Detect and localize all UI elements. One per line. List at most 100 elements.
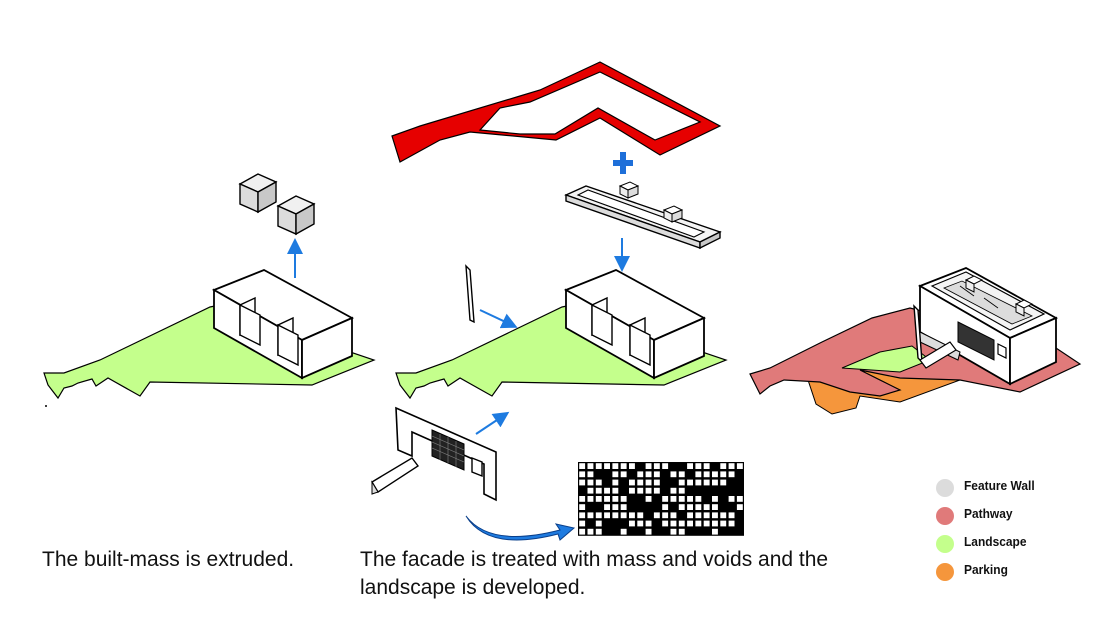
facade-void-cell bbox=[612, 496, 619, 502]
facade-void-cell bbox=[629, 520, 635, 527]
facade-void-cell bbox=[612, 463, 619, 469]
facade-void-cell bbox=[645, 487, 652, 494]
facade-void-cell bbox=[695, 463, 702, 469]
wedge-block bbox=[371, 457, 420, 495]
arrow-icon bbox=[479, 309, 518, 329]
facade-void-cell bbox=[678, 496, 685, 502]
facade-void-cell bbox=[620, 471, 627, 478]
facade-void-cell bbox=[670, 471, 677, 478]
caption-facade-line1: The facade is treated with mass and void… bbox=[360, 548, 829, 571]
facade-void-cell bbox=[653, 479, 660, 486]
extracted-cube-2 bbox=[276, 195, 316, 236]
facade-void-cell bbox=[653, 463, 660, 469]
facade-void-cell bbox=[703, 520, 710, 527]
facade-void-cell bbox=[604, 487, 610, 494]
facade-void-cell bbox=[720, 463, 727, 469]
facade-void-cell bbox=[687, 479, 693, 486]
facade-void-cell bbox=[629, 487, 635, 494]
facade-void-cell bbox=[587, 463, 594, 469]
facade-void-cell bbox=[670, 496, 677, 502]
facade-void-cell bbox=[736, 504, 743, 510]
feature-wall-wedge bbox=[919, 341, 957, 369]
facade-void-cell bbox=[653, 487, 660, 494]
facade-void-cell bbox=[695, 504, 702, 510]
stage-extrude bbox=[43, 173, 376, 400]
facade-void-cell bbox=[604, 512, 610, 519]
legend-label: Feature Wall bbox=[964, 478, 1035, 493]
facade-void-cell bbox=[612, 504, 619, 510]
facade-void-cell bbox=[695, 520, 702, 527]
facade-void-cell bbox=[620, 528, 627, 535]
facade-void-cell bbox=[720, 520, 727, 527]
legend-label: Pathway bbox=[964, 506, 1013, 521]
facade-void-cell bbox=[662, 512, 669, 519]
facade-void-cell bbox=[645, 479, 652, 486]
facade-void-cell bbox=[579, 504, 586, 510]
facade-void-cell bbox=[712, 520, 718, 527]
facade-void-cell bbox=[728, 496, 735, 502]
facade-void-cell bbox=[703, 463, 710, 469]
facade-void-cell bbox=[612, 512, 619, 519]
arrow-icon bbox=[475, 411, 510, 435]
facade-void-cell bbox=[595, 520, 602, 527]
facade-void-cell bbox=[720, 479, 727, 486]
pathway-outline-red bbox=[391, 61, 722, 163]
facade-void-cell bbox=[587, 487, 594, 494]
legend-item-parking: Parking bbox=[936, 560, 1106, 588]
roof-frame bbox=[564, 181, 722, 250]
facade-void-cell bbox=[645, 471, 652, 478]
facade-void-cell bbox=[604, 504, 610, 510]
facade-void-cell bbox=[662, 496, 669, 502]
facade-void-cell bbox=[695, 496, 702, 502]
facade-void-cell bbox=[645, 528, 652, 535]
facade-void-cell bbox=[712, 479, 718, 486]
facade-void-cell bbox=[579, 479, 586, 486]
legend-item-landscape: Landscape bbox=[936, 532, 1106, 560]
facade-void-cell bbox=[703, 471, 710, 478]
facade-void-cell bbox=[579, 520, 586, 527]
facade-void-cell bbox=[587, 496, 594, 502]
facade-void-cell bbox=[604, 496, 610, 502]
legend: Feature Wall Pathway Landscape Parking bbox=[936, 476, 1106, 588]
caption-facade-line2: landscape is developed. bbox=[360, 576, 586, 599]
facade-void-cell bbox=[662, 463, 669, 469]
facade-void-cell bbox=[687, 496, 693, 502]
legend-swatch bbox=[936, 563, 954, 581]
facade-void-cell bbox=[703, 479, 710, 486]
facade-void-cell bbox=[695, 471, 702, 478]
facade-void-cell bbox=[595, 496, 602, 502]
facade-void-cell bbox=[637, 512, 644, 519]
facade-void-cell bbox=[712, 528, 718, 535]
facade-void-cell bbox=[595, 512, 602, 519]
facade-void-cell bbox=[670, 528, 677, 535]
caption-extrude-text: The built-mass is extruded. bbox=[42, 548, 295, 571]
facade-void-cell bbox=[645, 463, 652, 469]
facade-void-cell bbox=[579, 512, 586, 519]
facade-void-cell bbox=[595, 463, 602, 469]
facade-void-cell bbox=[695, 512, 702, 519]
facade-void-cell bbox=[678, 471, 685, 478]
facade-void-cell bbox=[678, 487, 685, 494]
facade-void-cell bbox=[620, 504, 627, 510]
facade-void-cell bbox=[720, 512, 727, 519]
facade-void-cell bbox=[653, 471, 660, 478]
facade-void-cell bbox=[712, 512, 718, 519]
facade-void-cell bbox=[579, 471, 586, 478]
facade-void-cell bbox=[712, 496, 718, 502]
facade-void-cell bbox=[595, 479, 602, 486]
facade-void-cell bbox=[728, 512, 735, 519]
legend-swatch bbox=[936, 535, 954, 553]
facade-void-cell bbox=[712, 504, 718, 510]
facade-void-cell bbox=[629, 463, 635, 469]
facade-void-cell bbox=[678, 504, 685, 510]
facade-void-cell bbox=[662, 520, 669, 527]
facade-void-cell bbox=[587, 512, 594, 519]
facade-void-cell bbox=[637, 520, 644, 527]
facade-void-cell bbox=[736, 463, 743, 469]
extracted-cube-1 bbox=[238, 173, 278, 214]
built-mass-middle bbox=[563, 269, 707, 380]
facade-void-cell bbox=[579, 528, 586, 535]
facade-void-cell bbox=[620, 512, 627, 519]
facade-void-cell bbox=[670, 512, 677, 519]
